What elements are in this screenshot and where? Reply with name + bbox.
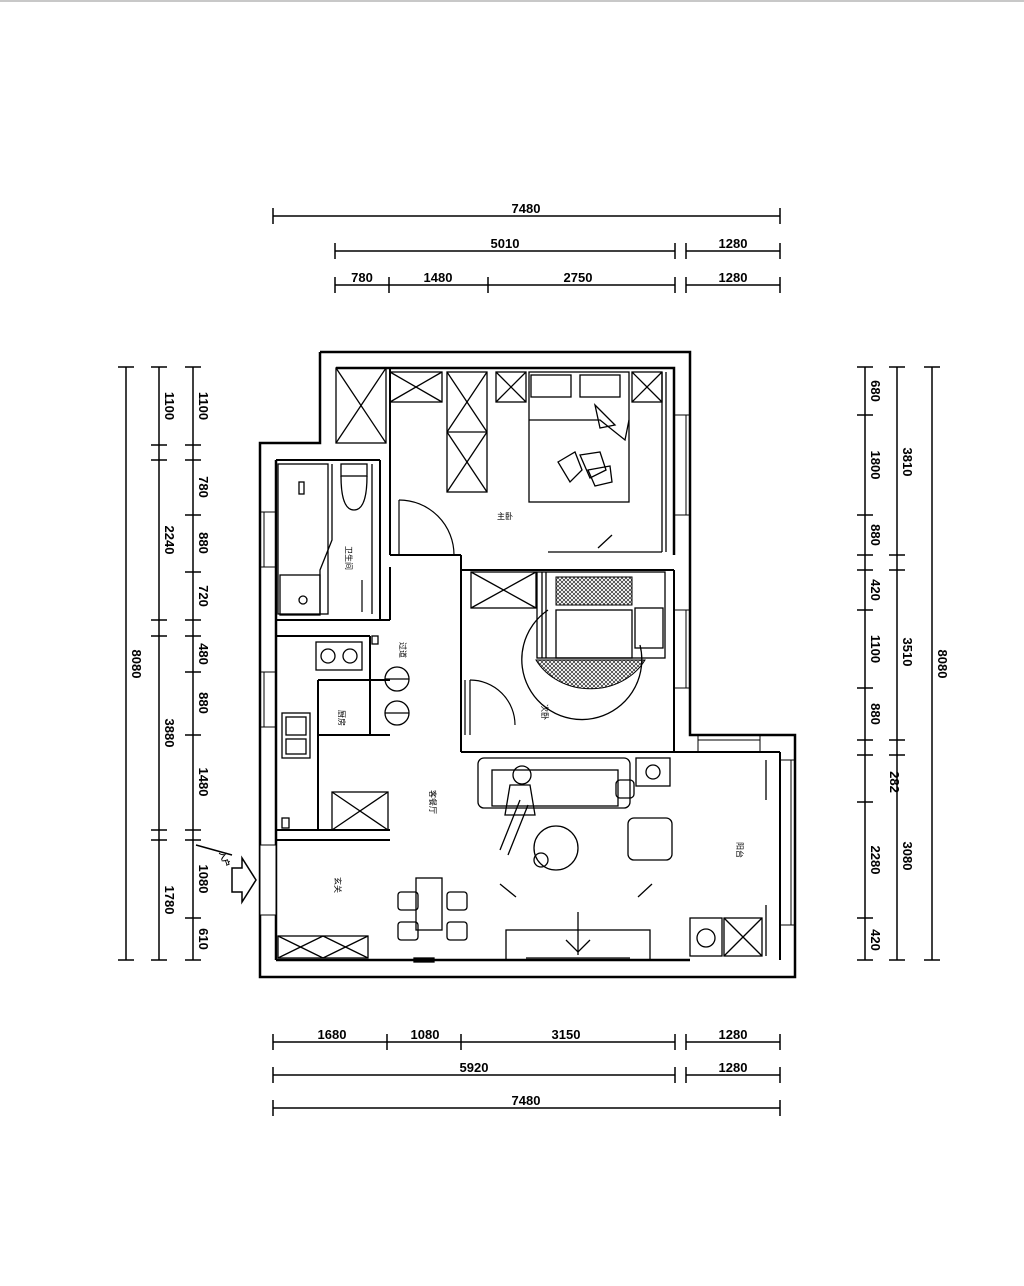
- entry-arrow-icon: [195, 844, 257, 905]
- dim-top-balcony: 1280: [719, 236, 748, 251]
- dim-right-a3: 880: [868, 524, 883, 546]
- round-rug: [535, 659, 646, 690]
- dimension-labels-bottom: 1680 1080 3150 1280 5920 1280 7480: [318, 1027, 748, 1108]
- top-edge-line: [0, 0, 1024, 2]
- dim-left-b6: 880: [196, 692, 211, 714]
- dim-bottom-main: 5920: [460, 1060, 489, 1075]
- dim-right-b1: 3810: [900, 448, 915, 477]
- dimension-chain-top: [272, 208, 781, 293]
- room-label-master-bedroom: 主卧: [497, 511, 513, 521]
- dim-left-total: 8080: [129, 650, 144, 679]
- bathroom-fixtures: [277, 463, 373, 616]
- dim-right-a7: 282: [887, 771, 902, 793]
- dim-bottom-seg2: 1080: [411, 1027, 440, 1042]
- dim-bottom-seg3: 3150: [552, 1027, 581, 1042]
- room-label-entrance: 玄关: [333, 877, 343, 893]
- dimension-labels-right: 8080 680 1800 880 3810 420 1100 3510 880…: [868, 380, 950, 951]
- living-furniture: [397, 757, 673, 961]
- doors: [361, 499, 516, 735]
- dim-right-b2: 3510: [900, 638, 915, 667]
- dim-left-b5: 480: [196, 643, 211, 665]
- dim-top-main: 5010: [491, 236, 520, 251]
- dim-right-a2: 1800: [868, 451, 883, 480]
- dim-bottom-seg4: 1280: [719, 1027, 748, 1042]
- dim-left-b7: 1480: [196, 768, 211, 797]
- dimension-chain-bottom: [272, 1034, 781, 1116]
- dim-right-total: 8080: [935, 650, 950, 679]
- room-label-bathroom: 卫生间: [344, 546, 354, 570]
- dim-bottom-seg1: 1680: [318, 1027, 347, 1042]
- dim-top-seg3: 2750: [564, 270, 593, 285]
- dim-left-a3: 3880: [162, 719, 177, 748]
- room-label-living-dining: 客餐厅: [428, 790, 438, 814]
- dim-top-seg1: 780: [351, 270, 373, 285]
- balcony-fixtures: [689, 760, 767, 957]
- master-bed: [528, 371, 667, 553]
- dimension-chain-left: [118, 366, 201, 961]
- dim-right-b3: 3080: [900, 842, 915, 871]
- dimension-chain-right: [857, 366, 940, 961]
- room-label-corridor: 过道: [398, 642, 408, 658]
- dim-left-b3: 880: [196, 532, 211, 554]
- dim-left-a2: 2240: [162, 526, 177, 555]
- room-labels: 主卧 卫生间 过道 次卧 厨房 客餐厅 玄关 阳台 入户: [217, 511, 745, 893]
- kitchen-fixtures: [281, 635, 410, 831]
- dim-left-b1: 1100: [196, 392, 211, 420]
- dim-right-a5: 1100: [868, 635, 883, 663]
- second-bed: [521, 571, 666, 721]
- dim-left-b8: 1080: [196, 865, 211, 894]
- room-label-balcony: 阳台: [735, 842, 745, 858]
- dim-left-a4: 1780: [162, 886, 177, 915]
- dim-left-a1: 1100: [162, 392, 177, 420]
- dim-right-a9: 420: [868, 929, 883, 951]
- dim-right-a4: 420: [868, 579, 883, 601]
- dim-right-a6: 880: [868, 703, 883, 725]
- room-label-second-bedroom: 次卧: [540, 704, 550, 720]
- dim-bottom-balcony: 1280: [719, 1060, 748, 1075]
- interior-walls: [276, 368, 781, 960]
- dim-right-a8: 2280: [868, 846, 883, 875]
- dimension-labels-left: 8080 1100 2240 3880 1780 1100 780 880 72…: [129, 392, 211, 950]
- entry-label: 入户: [217, 849, 232, 868]
- room-label-kitchen: 厨房: [337, 710, 347, 726]
- dim-left-b2: 780: [196, 476, 211, 498]
- dimension-labels-top: 7480 5010 1280 780 1480 2750 1280: [351, 201, 747, 285]
- rug-hatch: [555, 576, 633, 606]
- dim-top-total: 7480: [512, 201, 541, 216]
- wardrobe-cabinets: [335, 367, 663, 609]
- windows: [259, 414, 796, 926]
- dim-left-b4: 720: [196, 585, 211, 607]
- dim-right-a1: 680: [868, 380, 883, 402]
- shoe-cabinet: [277, 935, 435, 963]
- dim-top-seg4: 1280: [719, 270, 748, 285]
- dim-top-seg2: 1480: [424, 270, 453, 285]
- dim-bottom-total: 7480: [512, 1093, 541, 1108]
- dim-left-b9: 610: [196, 928, 211, 950]
